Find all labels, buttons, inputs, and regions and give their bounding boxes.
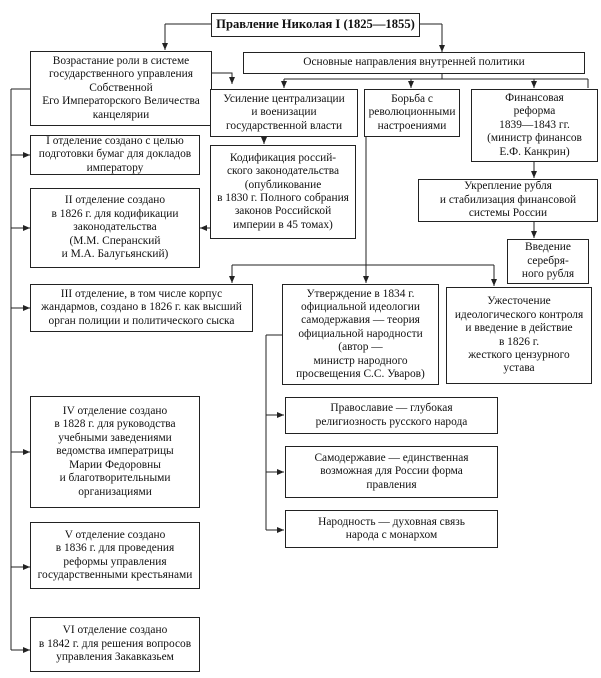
department-3-box: III отделение, в том числе корпус жандар… (30, 284, 253, 332)
department-5-box: V отделение создано в 1836 г. для провед… (30, 522, 200, 589)
censorship-box: Ужесточение идеологического контроля и в… (446, 287, 592, 384)
ruble-strengthening-box: Укрепление рубля и стабилизация финансов… (418, 179, 598, 222)
department-4-box: IV отделение создано в 1828 г. для руков… (30, 396, 200, 508)
department-2-box: II отделение создано в 1826 г. для кодиф… (30, 188, 200, 268)
codification-box: Кодификация россий- ского законодательст… (210, 145, 356, 239)
department-6-box: VI отделение создано в 1842 г. для решен… (30, 617, 200, 672)
centralization-box: Усиление централизации и военизации госу… (210, 89, 358, 137)
struggle-box: Борьба с революционными настроениями (364, 89, 460, 137)
policy-directions-box: Основные направления внутренней политики (243, 52, 585, 74)
nationality-box: Народность — духовная связь народа с мон… (285, 510, 498, 548)
department-1-box: I отделение создано с целью подготовки б… (30, 135, 200, 175)
official-ideology-box: Утверждение в 1834 г. официальной идеоло… (282, 284, 439, 385)
silver-ruble-box: Введение серебря- ного рубля (507, 239, 589, 284)
finance-reform-box: Финансовая реформа 1839—1843 гг. (минист… (471, 89, 598, 162)
chancellery-role-box: Возрастание роли в системе государственн… (30, 51, 212, 126)
orthodoxy-box: Православие — глубокая религиозность рус… (285, 397, 498, 434)
autocracy-box: Самодержавие — единственная возможная дл… (285, 446, 498, 498)
title-box: Правление Николая I (1825—1855) (211, 13, 420, 37)
